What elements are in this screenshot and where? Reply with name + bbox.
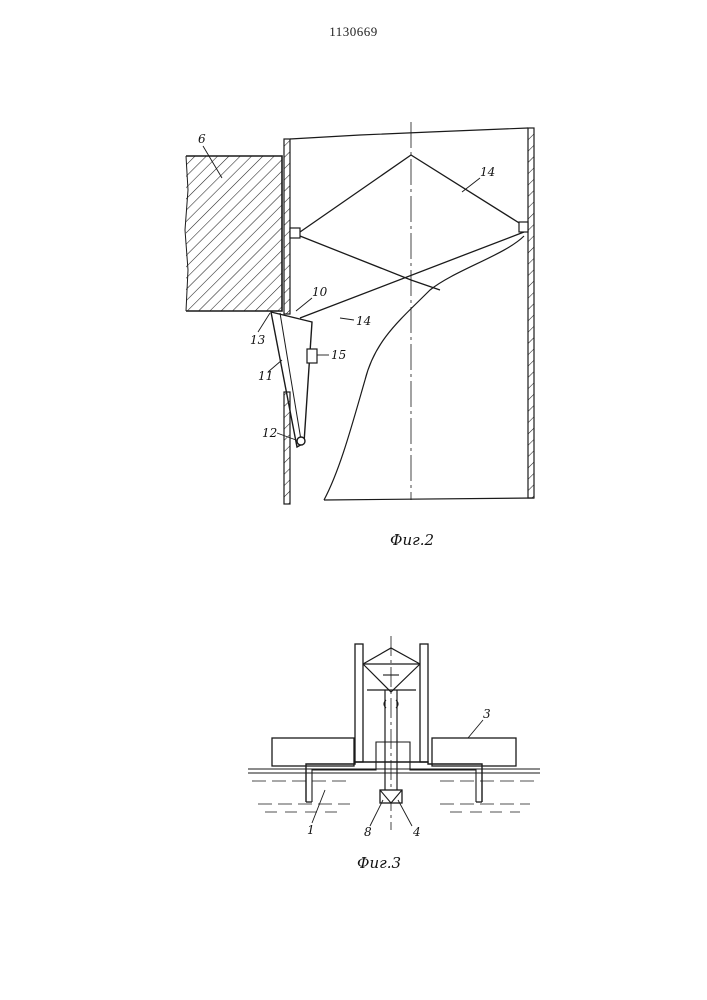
label-4: 4 — [412, 825, 421, 839]
block-3-left — [272, 738, 354, 766]
block-3-right — [432, 738, 516, 766]
label-15: 15 — [331, 348, 346, 362]
label-1: 1 — [307, 823, 315, 837]
figure-3-caption: Фиг.3 — [357, 854, 401, 872]
stop-15 — [307, 349, 317, 363]
pivot-12 — [297, 437, 305, 445]
figure-2: 6 14 10 14 13 15 11 12 Фиг.2 — [185, 122, 534, 549]
label-6: 6 — [198, 132, 206, 146]
label-8: 8 — [364, 825, 372, 839]
right-hook — [519, 222, 528, 232]
label-10: 10 — [312, 285, 328, 299]
rope-14 — [300, 155, 524, 318]
label-11: 11 — [258, 369, 273, 383]
left-wall — [284, 139, 290, 504]
figure-3: 3 1 8 4 Фиг.3 — [248, 636, 540, 872]
left-hook — [290, 228, 300, 238]
label-14-top: 14 — [480, 165, 495, 179]
label-14-bottom: 14 — [356, 314, 371, 328]
break-curve — [324, 236, 524, 500]
figure-2-caption: Фиг.2 — [390, 531, 434, 549]
label-3: 3 — [483, 707, 491, 721]
top-edge — [290, 128, 528, 139]
bottom-edge — [324, 498, 534, 500]
label-12: 12 — [262, 426, 277, 440]
right-wall — [528, 128, 534, 498]
wedge-10 — [271, 312, 317, 447]
tower-frame — [355, 644, 428, 762]
label-13: 13 — [250, 333, 266, 347]
block-6 — [185, 156, 282, 311]
